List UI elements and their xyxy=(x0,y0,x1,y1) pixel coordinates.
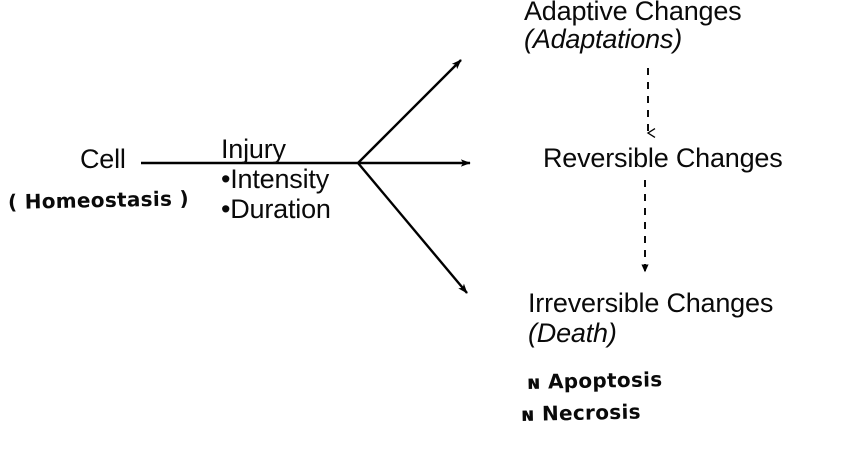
branch-arrow-up xyxy=(357,59,462,164)
outcome-irreversible-changes-title: Irreversible Changes xyxy=(528,288,774,318)
outcome-adaptive-changes-subtitle: (Adaptations) xyxy=(524,24,682,54)
annotation-necrosis-text: Necrosis xyxy=(541,399,642,426)
annotation-necrosis: ɴ Necrosis xyxy=(520,399,642,426)
node-injury-label: Injury xyxy=(221,134,286,164)
node-cell-label: Cell xyxy=(80,144,126,174)
handwritten-bullet-mark: ɴ xyxy=(520,403,535,426)
outcome-reversible-changes-title: Reversible Changes xyxy=(543,143,783,173)
injury-factor-duration: •Duration xyxy=(221,194,331,224)
outcome-irreversible-changes-subtitle: (Death) xyxy=(528,318,617,348)
annotation-homeostasis: ( Homeostasis ) xyxy=(7,186,190,214)
outcome-adaptive-changes-title: Adaptive Changes xyxy=(524,0,742,26)
handwritten-bullet-mark: ɴ xyxy=(526,371,541,394)
annotation-apoptosis: ɴ Apoptosis xyxy=(526,367,663,394)
branch-arrow-down xyxy=(357,162,468,294)
injury-factor-intensity: •Intensity xyxy=(221,164,330,194)
annotation-apoptosis-text: Apoptosis xyxy=(547,367,663,394)
